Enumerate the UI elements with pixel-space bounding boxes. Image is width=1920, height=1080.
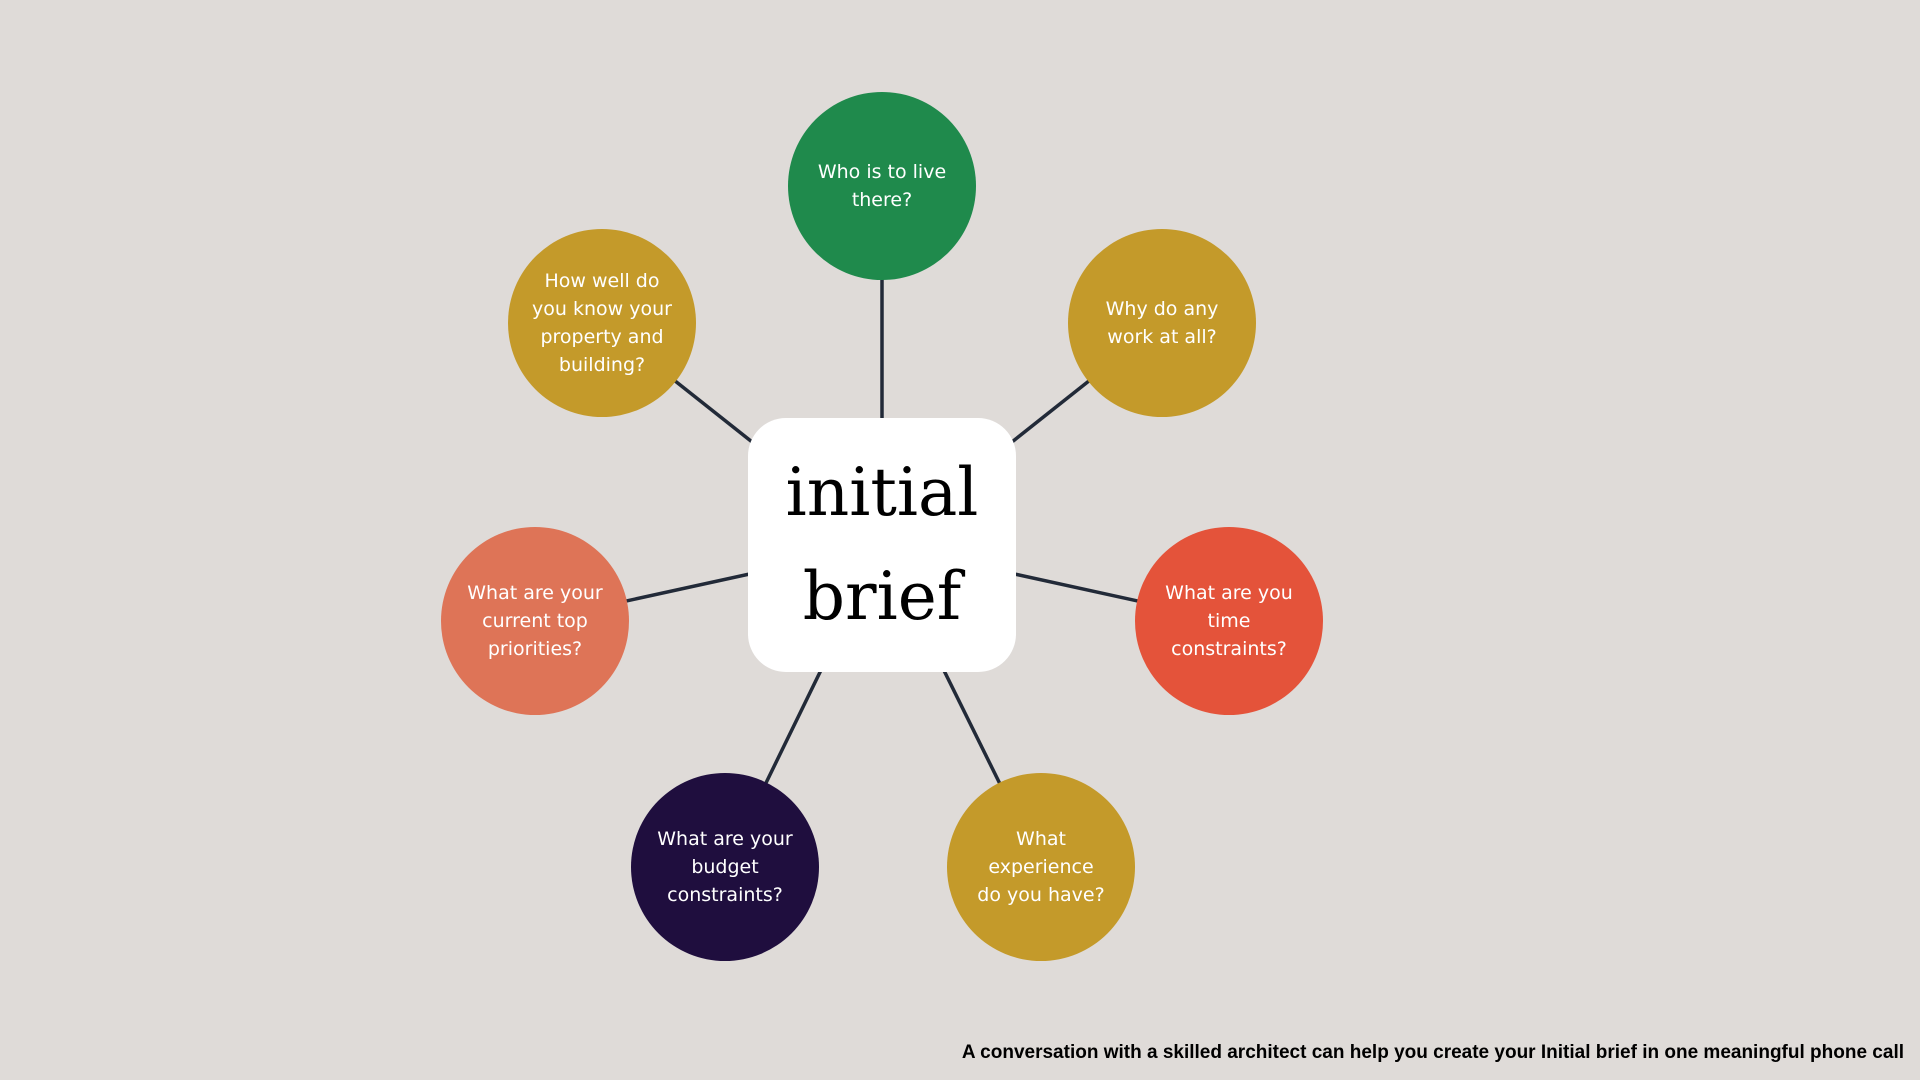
node-top-priorities: What are your current top priorities? xyxy=(441,527,629,715)
footer-caption: A conversation with a skilled architect … xyxy=(961,1042,1904,1063)
node-label: Who is to live there? xyxy=(817,161,947,211)
node-label: What are you time constraints? xyxy=(1165,582,1293,660)
node-label: What experience do you have? xyxy=(977,828,1105,906)
node-why-work: Why do any work at all? xyxy=(1068,229,1256,417)
node-who-lives-there: Who is to live there? xyxy=(788,92,976,280)
node-budget-constraints: What are your budget constraints? xyxy=(631,773,819,961)
center-title-line2: brief xyxy=(802,558,962,635)
center-box-initial-brief: initial brief xyxy=(748,418,1016,672)
node-label: What are your current top priorities? xyxy=(467,582,603,660)
node-label: How well do you know your property and b… xyxy=(532,270,672,376)
node-experience: What experience do you have? xyxy=(947,773,1135,961)
node-know-property: How well do you know your property and b… xyxy=(508,229,696,417)
node-label: What are your budget constraints? xyxy=(657,828,793,906)
node-label: Why do any work at all? xyxy=(1105,298,1219,348)
node-time-constraints: What are you time constraints? xyxy=(1135,527,1323,715)
center-title-line1: initial xyxy=(785,454,979,531)
